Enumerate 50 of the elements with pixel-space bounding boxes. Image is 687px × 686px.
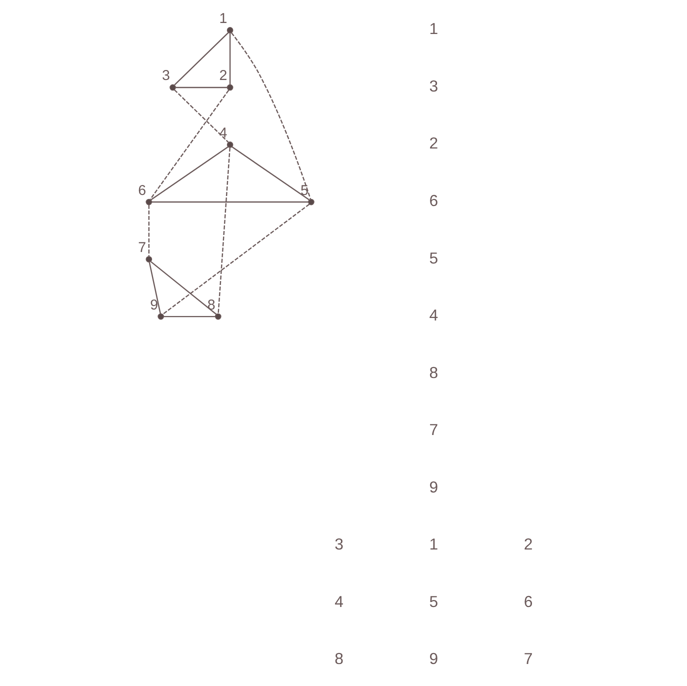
label: 4 bbox=[428, 308, 438, 325]
node-label: 3 bbox=[162, 68, 170, 84]
label: 3 bbox=[428, 78, 438, 96]
node-label: 4 bbox=[218, 126, 227, 142]
connector bbox=[228, 33, 230, 85]
label: 8 bbox=[428, 364, 438, 382]
connector bbox=[230, 32, 311, 200]
connector bbox=[175, 86, 227, 88]
label: 3 bbox=[334, 536, 343, 554]
label: 6 bbox=[428, 192, 438, 210]
connector bbox=[151, 201, 308, 203]
node-label: 2 bbox=[218, 68, 227, 84]
connector bbox=[162, 204, 310, 315]
node-circle bbox=[226, 27, 233, 34]
node-label: 5 bbox=[300, 182, 308, 199]
label: 5 bbox=[428, 250, 438, 268]
connector bbox=[217, 148, 230, 314]
node-circle bbox=[214, 313, 221, 320]
label: 1 bbox=[428, 536, 438, 554]
connector bbox=[149, 90, 229, 200]
node-label: 9 bbox=[150, 297, 158, 314]
node-label: 7 bbox=[138, 240, 146, 256]
label: 2 bbox=[428, 136, 438, 153]
label: 4 bbox=[334, 594, 343, 611]
node-circle bbox=[308, 198, 314, 206]
label: 6 bbox=[523, 594, 532, 611]
connector bbox=[174, 32, 228, 86]
connector bbox=[231, 146, 310, 200]
label: 5 bbox=[428, 594, 438, 611]
connector bbox=[174, 89, 228, 143]
label: 9 bbox=[428, 651, 438, 668]
node-label: 1 bbox=[218, 10, 227, 27]
node-circle bbox=[226, 84, 233, 91]
node-circle bbox=[169, 84, 176, 91]
label: 9 bbox=[428, 479, 438, 496]
connector bbox=[150, 146, 228, 200]
label: 2 bbox=[523, 536, 532, 554]
node-circle bbox=[157, 313, 164, 320]
connector bbox=[148, 204, 150, 256]
connector bbox=[148, 262, 160, 314]
node-circle bbox=[145, 198, 152, 206]
connector bbox=[150, 261, 216, 315]
label: 7 bbox=[523, 651, 532, 668]
label: 1 bbox=[428, 21, 438, 38]
connector bbox=[163, 316, 215, 318]
label: 8 bbox=[334, 651, 343, 668]
node-circle bbox=[226, 142, 233, 148]
node-circle bbox=[145, 256, 152, 262]
node-label: 6 bbox=[138, 182, 146, 199]
label: 7 bbox=[428, 422, 438, 440]
